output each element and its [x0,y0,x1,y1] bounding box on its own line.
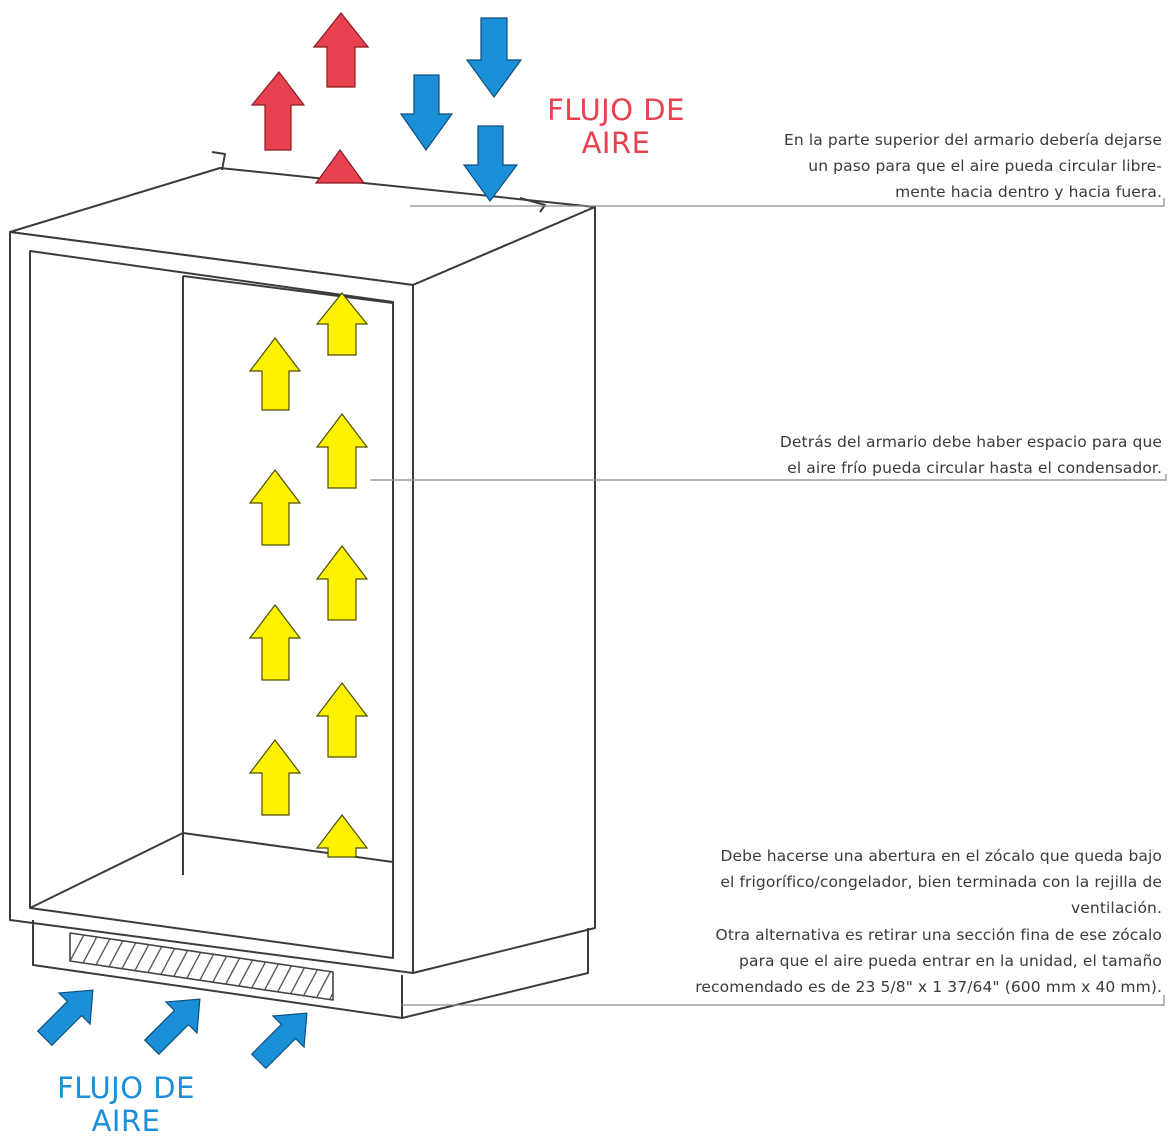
note-top-clearance: En la parte superior del armario debería… [682,127,1162,205]
airflow-label-top-line2: AIRE [581,126,651,160]
note-plinth-opening: Debe hacerse una abertura en el zócalo q… [642,843,1162,921]
arrow-up-yellow-icon [315,814,369,858]
arrow-down-blue-icon [399,74,454,152]
floor-back-edge [182,832,394,863]
cabinet [9,151,596,1019]
airflow-label-top: FLUJO DE AIRE [536,94,696,160]
arrow-up-red-icon [314,148,366,184]
arrow-up-red-icon [250,71,306,151]
arrow-diagonal-blue-icon [250,1012,308,1070]
back-top-edge [182,275,394,304]
hot-air-arrows [250,12,370,184]
note-bottom-a-line1: Debe hacerse una abertura en el zócalo q… [720,847,1162,865]
leader-line-top [410,198,1165,207]
note-rear-clearance: Detrás del armario debe haber espacio pa… [682,429,1162,481]
arrow-diagonal-blue-icon [36,989,94,1047]
note-bottom-a-line2: el frigorífico/congelador, bien terminad… [720,873,1162,891]
cabinet-opening [29,250,394,959]
note-bottom-b-line3: recomendado es de 23 5/8" x 1 37/64" (60… [695,978,1162,996]
airflow-label-bottom-line2: AIRE [91,1104,161,1138]
arrow-up-yellow-icon [315,545,369,621]
arrow-down-blue-icon [462,125,519,203]
cabinet-side-panel [412,206,596,974]
internal-flow-arrows [248,292,369,858]
plinth [32,920,403,1019]
arrow-up-red-icon [312,12,370,88]
top-gap [211,151,226,171]
note-middle-line2: el aire frío pueda circular hasta el con… [787,459,1162,477]
note-bottom-b-line2: para que el aire pueda entrar en la unid… [739,952,1162,970]
arrow-up-yellow-icon [248,469,302,546]
airflow-label-bottom-line1: FLUJO DE [57,1071,195,1105]
plinth-side [401,928,589,1019]
cold-air-arrows-top [399,17,523,203]
leader-line-middle [370,474,1167,481]
note-top-line2: un paso para que el aire pueda circular … [808,157,1162,175]
arrow-down-blue-icon [465,17,523,99]
note-plinth-alternative: Otra alternativa es retirar una sección … [642,922,1162,1000]
note-bottom-b-line1: Otra alternativa es retirar una sección … [715,926,1162,944]
airflow-label-top-line1: FLUJO DE [547,93,685,127]
airflow-label-bottom: FLUJO DE AIRE [46,1072,206,1138]
note-middle-line1: Detrás del armario debe haber espacio pa… [779,433,1162,451]
arrow-up-yellow-icon [315,292,369,356]
leader-lines [370,198,1167,1006]
floor-front-edge [29,832,184,909]
arrow-up-yellow-icon [315,413,369,489]
arrow-up-yellow-icon [248,604,302,681]
cold-air-arrows-bottom [36,989,308,1070]
arrow-up-yellow-icon [315,682,369,758]
leader-line-bottom [402,995,1165,1006]
arrow-up-yellow-icon [248,739,302,816]
note-top-line1: En la parte superior del armario debería… [784,131,1162,149]
note-top-line3: mente hacia dentro y hacia fuera. [895,183,1162,201]
vent-grille [69,932,334,1001]
arrow-up-yellow-icon [248,337,302,411]
arrow-diagonal-blue-icon [143,998,201,1056]
note-bottom-a-line3: ventilación. [1071,899,1162,917]
